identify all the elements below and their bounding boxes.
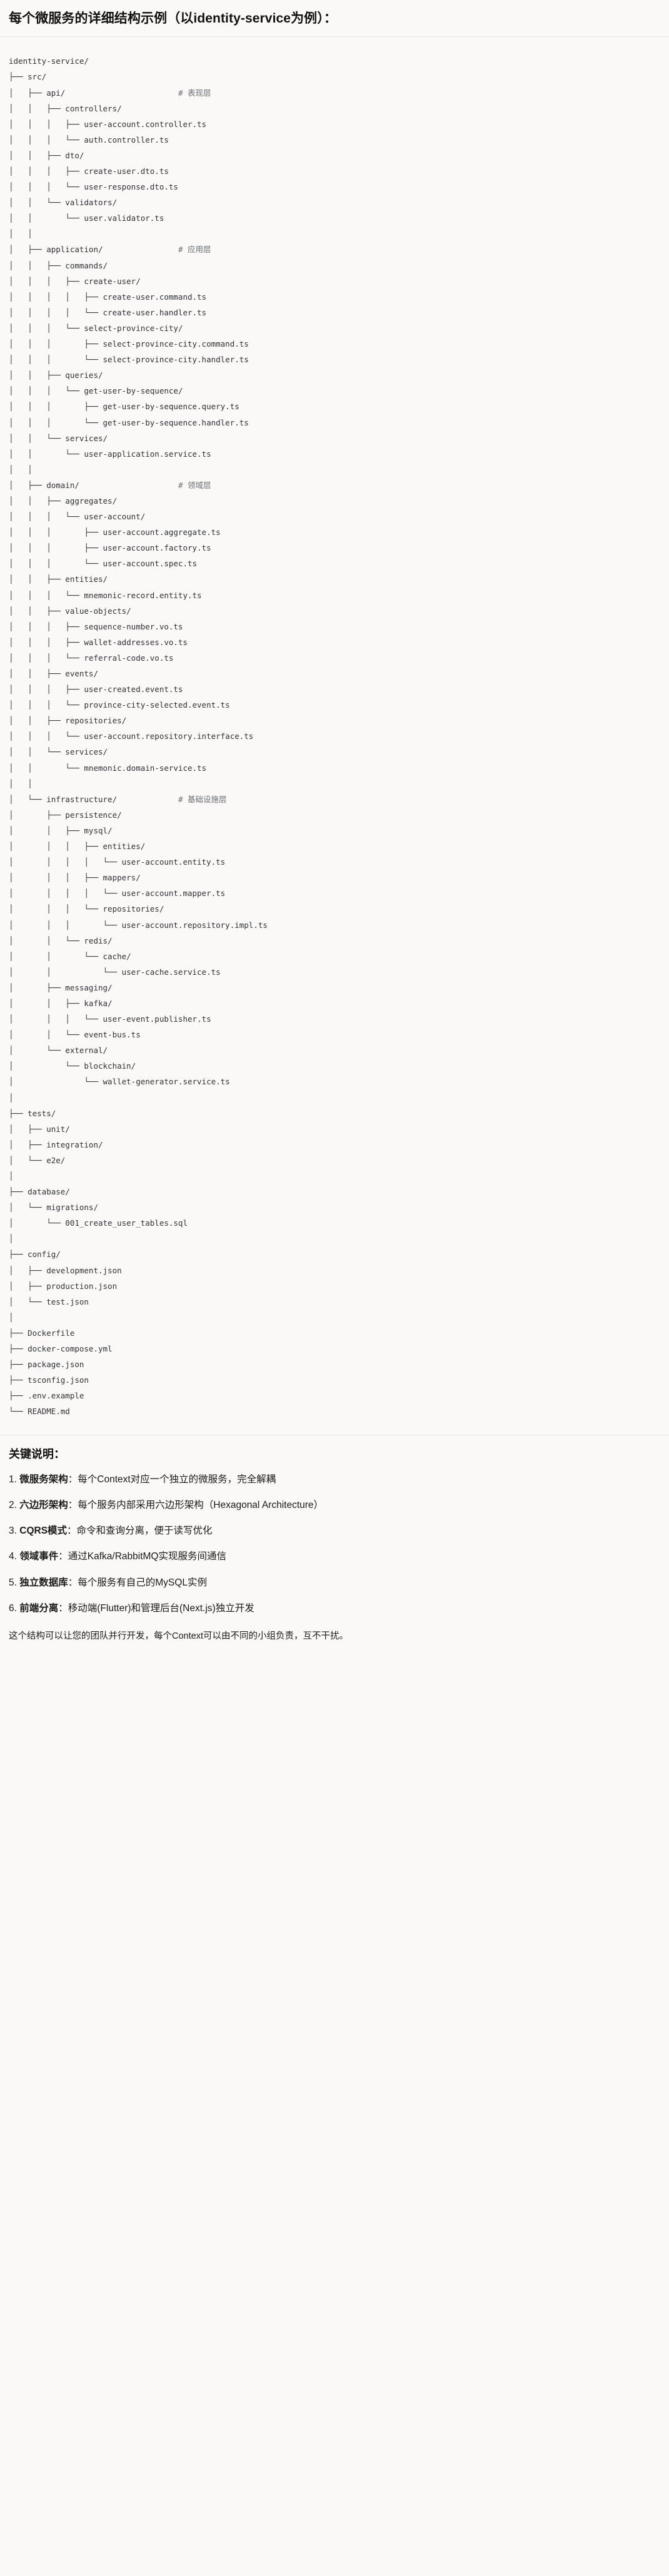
key-note-term: 微服务架构 (19, 1474, 68, 1485)
key-note-item: 3. CQRS模式：命令和查询分离，便于读写优化 (9, 1524, 660, 1538)
key-note-term: 独立数据库 (19, 1577, 68, 1588)
page-title: 每个微服务的详细结构示例（以identity-service为例）： (9, 11, 337, 26)
key-notes-list: 1. 微服务架构：每个Context对应一个独立的微服务，完全解耦 2. 六边形架… (9, 1472, 660, 1616)
key-note-description: ：移动端(Flutter)和管理后台(Next.js)独立开发 (58, 1602, 254, 1614)
key-notes-heading: 关键说明： (9, 1447, 65, 1460)
document-page: 每个微服务的详细结构示例（以identity-service为例）： ident… (0, 0, 669, 1659)
tree-comment: # 表现层 (178, 88, 211, 98)
key-note-item: 4. 领域事件：通过Kafka/RabbitMQ实现服务间通信 (9, 1549, 660, 1564)
title-section: 每个微服务的详细结构示例（以identity-service为例）： (0, 0, 669, 38)
key-note-number: 2. (9, 1499, 17, 1510)
key-note-number: 5. (9, 1577, 17, 1588)
key-note-description: ：每个服务内部采用六边形架构（Hexagonal Architecture） (68, 1499, 324, 1510)
tree-comment: # 应用层 (178, 245, 211, 255)
key-note-number: 3. (9, 1525, 17, 1537)
tree-comment: # 领域层 (178, 480, 211, 490)
key-note-number: 1. (9, 1474, 17, 1485)
key-note-item: 6. 前端分离：移动端(Flutter)和管理后台(Next.js)独立开发 (9, 1601, 660, 1616)
key-note-term: 六边形架构 (19, 1499, 68, 1510)
key-note-term: 前端分离 (19, 1602, 59, 1614)
key-notes-section: 关键说明： 1. 微服务架构：每个Context对应一个独立的微服务，完全解耦 2… (0, 1434, 669, 1659)
key-note-description: ：每个Context对应一个独立的微服务，完全解耦 (68, 1474, 276, 1485)
key-note-number: 4. (9, 1551, 17, 1562)
directory-tree: identity-service/ ├── src/ │ ├── api/ # … (9, 56, 268, 1417)
key-note-item: 5. 独立数据库：每个服务有自己的MySQL实例 (9, 1576, 660, 1590)
key-note-description: ：命令和查询分离，便于读写优化 (67, 1525, 213, 1537)
key-note-term: 领域事件 (19, 1551, 59, 1562)
key-note-number: 6. (9, 1602, 17, 1614)
key-note-item: 2. 六边形架构：每个服务内部采用六边形架构（Hexagonal Archite… (9, 1498, 660, 1512)
key-note-description: ：通过Kafka/RabbitMQ实现服务间通信 (58, 1551, 226, 1562)
key-note-description: ：每个服务有自己的MySQL实例 (68, 1577, 207, 1588)
closing-statement: 这个结构可以让您的团队并行开发，每个Context可以由不同的小组负责，互不干扰… (9, 1631, 348, 1642)
tree-comment: # 基础设施层 (178, 794, 227, 804)
key-note-item: 1. 微服务架构：每个Context对应一个独立的微服务，完全解耦 (9, 1472, 660, 1487)
directory-tree-section: identity-service/ ├── src/ │ ├── api/ # … (0, 37, 669, 1435)
key-note-term: CQRS模式 (19, 1525, 68, 1537)
